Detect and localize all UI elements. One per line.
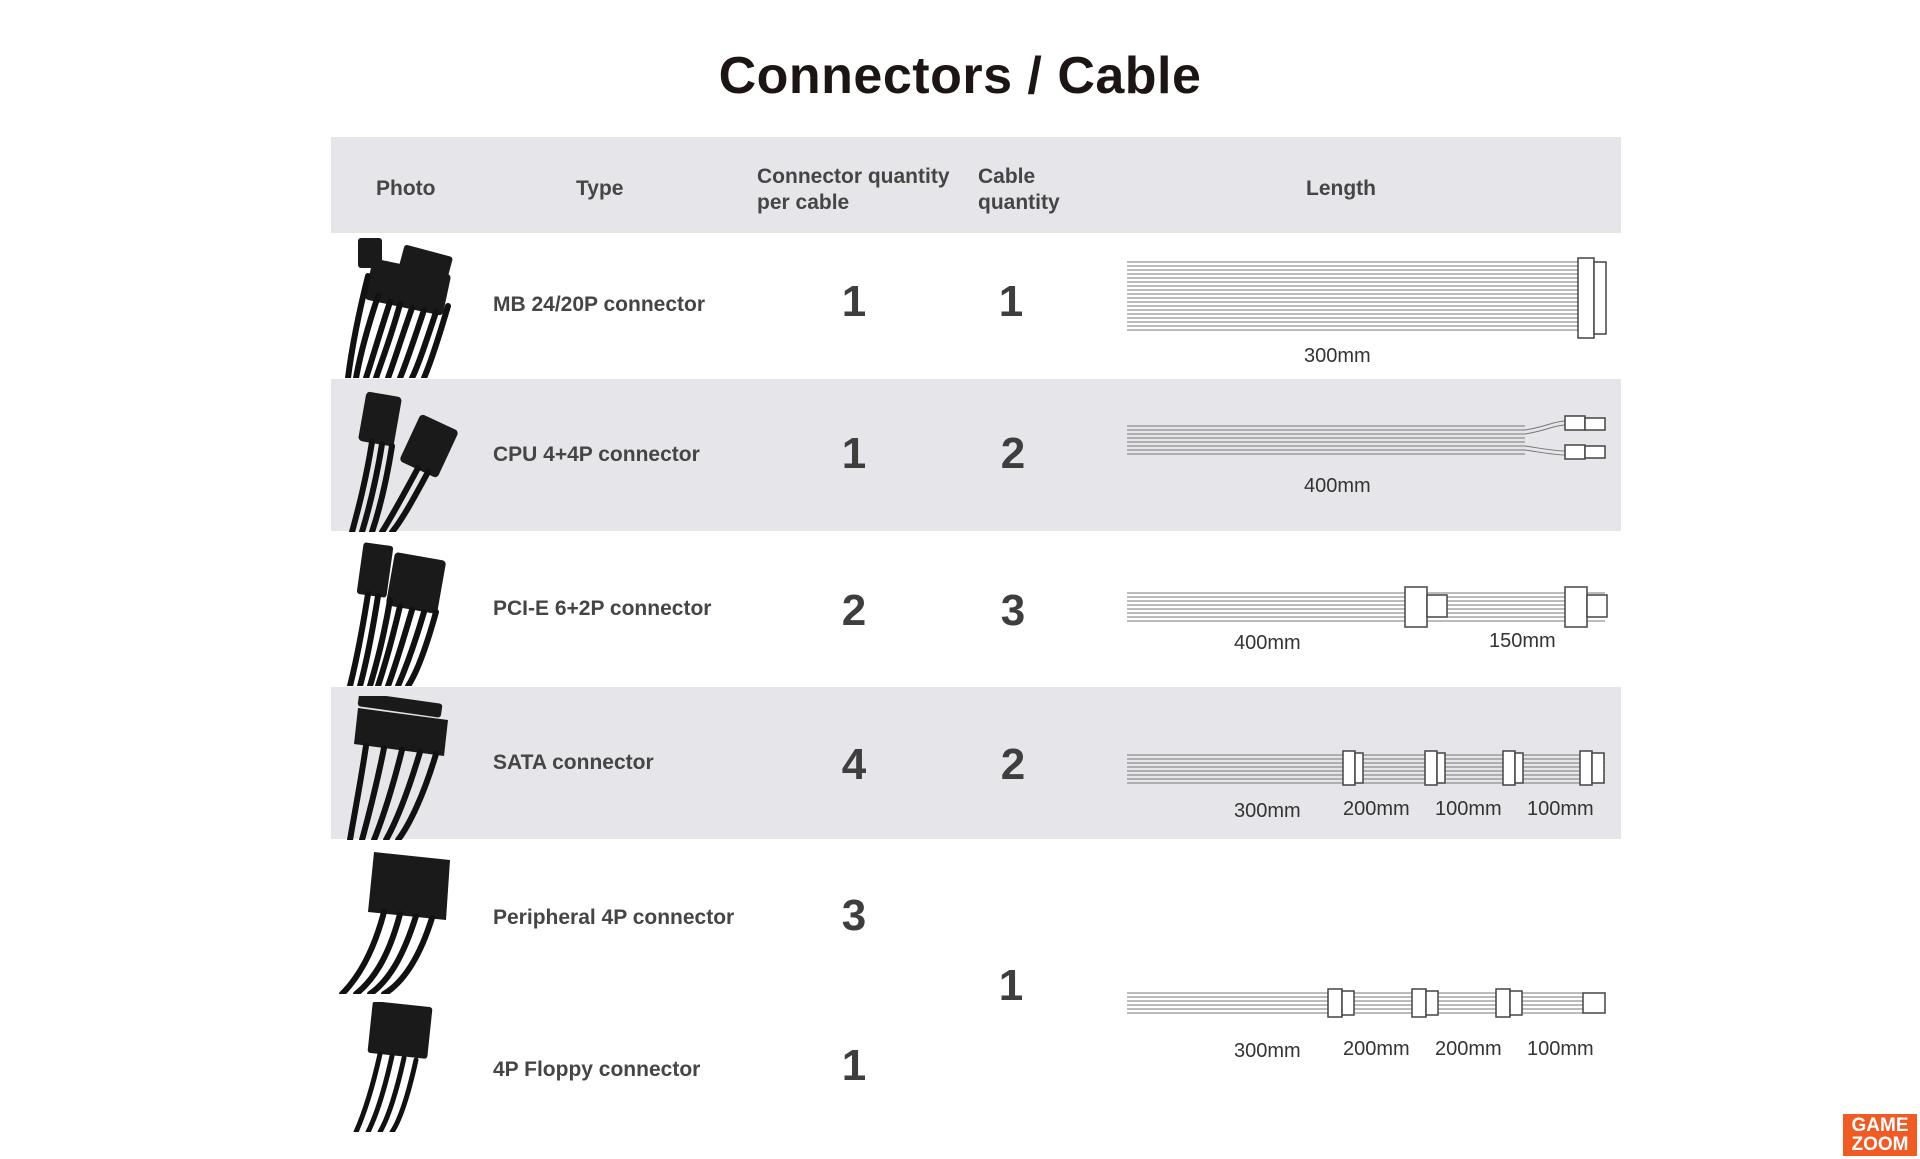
cable-quantity: 2 bbox=[1000, 429, 1026, 478]
header-photo: Photo bbox=[376, 177, 436, 200]
type-label: CPU 4+4P connector bbox=[493, 443, 700, 466]
length-label: 100mm bbox=[1527, 798, 1594, 820]
header-type: Type bbox=[576, 177, 624, 200]
sata-cable-diagram bbox=[1127, 750, 1605, 786]
peripheral-4pin-connector-photo bbox=[339, 852, 450, 994]
length-label: 300mm bbox=[1304, 345, 1371, 367]
pcie-6plus2-connector-photo bbox=[347, 542, 446, 686]
type-label: Peripheral 4P connector bbox=[493, 906, 735, 929]
length-label: 200mm bbox=[1343, 798, 1410, 820]
type-label: SATA connector bbox=[493, 751, 654, 774]
length-label: 100mm bbox=[1527, 1038, 1594, 1060]
peripheral-floppy-cable-diagram bbox=[1127, 988, 1606, 1018]
floppy-4pin-connector-photo bbox=[353, 1002, 433, 1132]
mb-24pin-connector-photo bbox=[345, 238, 453, 378]
type-label: MB 24/20P connector bbox=[493, 293, 706, 316]
mb-cable-diagram bbox=[1127, 257, 1607, 339]
page-title: Connectors / Cable bbox=[718, 47, 1202, 105]
connector-quantity: 2 bbox=[841, 586, 867, 635]
connector-quantity: 1 bbox=[841, 277, 867, 326]
cable-quantity: 3 bbox=[1000, 586, 1026, 635]
type-label: PCI-E 6+2P connector bbox=[493, 597, 712, 620]
length-label: 300mm bbox=[1234, 1040, 1301, 1062]
length-label: 150mm bbox=[1489, 630, 1556, 652]
length-label: 400mm bbox=[1304, 475, 1371, 497]
cable-quantity: 2 bbox=[1000, 740, 1026, 789]
length-label: 300mm bbox=[1234, 800, 1301, 822]
cable-quantity: 1 bbox=[998, 277, 1024, 326]
header-cable-quantity: Cable quantity bbox=[978, 165, 1060, 214]
table-row-shade bbox=[331, 379, 1621, 531]
sata-connector-photo bbox=[347, 696, 448, 840]
connector-quantity: 1 bbox=[841, 429, 867, 478]
table-header bbox=[331, 137, 1621, 233]
logo-line-1: GAME bbox=[1851, 1115, 1909, 1136]
gamezoom-logo: GAME ZOOM bbox=[1843, 1114, 1917, 1156]
cpu-4plus4-connector-photo bbox=[349, 391, 458, 532]
header-length: Length bbox=[1306, 177, 1376, 200]
connector-quantity: 1 bbox=[841, 1041, 867, 1090]
cpu-cable-diagram bbox=[1127, 415, 1606, 460]
connector-quantity: 4 bbox=[841, 740, 867, 789]
length-label: 100mm bbox=[1435, 798, 1502, 820]
length-label: 200mm bbox=[1343, 1038, 1410, 1060]
type-label: 4P Floppy connector bbox=[493, 1058, 701, 1081]
logo-line-2: ZOOM bbox=[1851, 1134, 1909, 1155]
connector-quantity: 3 bbox=[841, 891, 867, 940]
header-connector-quantity: Connector quantity per cable bbox=[757, 165, 950, 214]
length-label: 400mm bbox=[1234, 632, 1301, 654]
pcie-cable-diagram bbox=[1127, 586, 1608, 628]
cable-quantity: 1 bbox=[998, 961, 1024, 1010]
length-label: 200mm bbox=[1435, 1038, 1502, 1060]
